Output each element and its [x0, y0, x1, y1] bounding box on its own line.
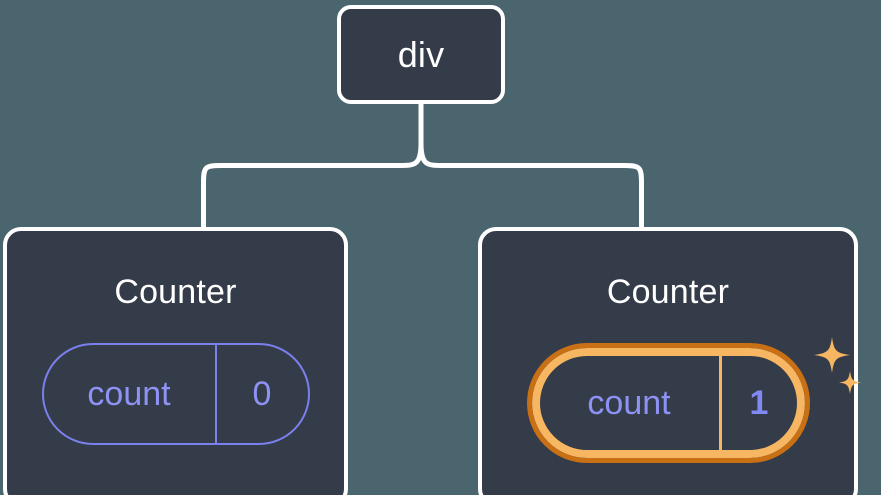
state-pill-left-wrapper: count 0	[41, 343, 310, 445]
node-div-label: div	[397, 33, 445, 75]
node-counter-left-title: Counter	[114, 273, 237, 311]
sparkle-small-icon	[838, 371, 861, 394]
state-key-left: count	[44, 345, 217, 443]
sparkles-icon	[813, 337, 861, 394]
state-value-right: 1	[749, 384, 769, 422]
node-counter-right[interactable]: Counter count 1	[478, 227, 861, 495]
node-counter-right-title: Counter	[606, 273, 730, 311]
state-pill-left[interactable]: count 0	[41, 343, 310, 445]
state-pill-right[interactable]: count 1	[526, 343, 810, 463]
state-value-left: 0	[252, 375, 272, 413]
node-div[interactable]: div	[337, 5, 505, 104]
connector-left-branch	[201, 140, 424, 232]
state-key-right: count	[540, 356, 722, 450]
node-counter-left[interactable]: Counter count 0	[3, 227, 348, 495]
state-pill-right-wrapper: count 1	[526, 337, 861, 463]
state-pill-right-inner-ring: count 1	[531, 348, 805, 458]
sparkle-large-icon	[813, 337, 850, 373]
connector-right-branch	[418, 140, 644, 232]
